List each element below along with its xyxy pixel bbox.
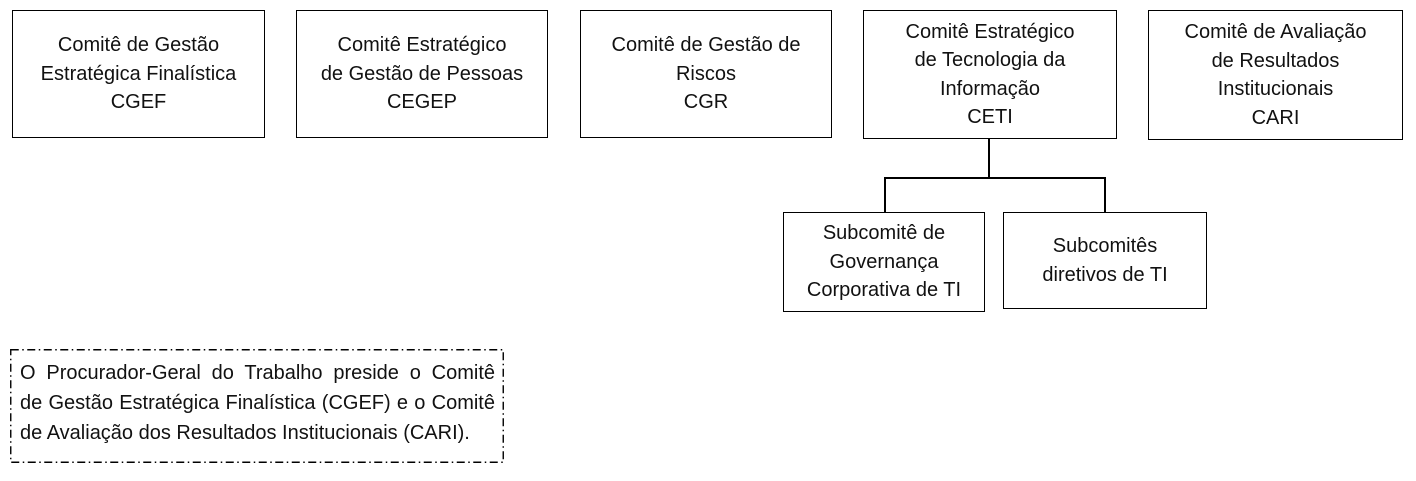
note-line-2: de Gestão Estratégica Finalística (CGEF)… bbox=[20, 392, 495, 414]
committee-label-cegep: Comitê Estratégico de Gestão de Pessoas … bbox=[320, 34, 524, 114]
connector-right-down bbox=[1104, 177, 1106, 213]
subcommittee-box-governanca-ti: Subcomitê de Governança Corporativa de T… bbox=[783, 212, 985, 312]
committee-box-cari: Comitê de Avaliação de Resultados Instit… bbox=[1148, 10, 1403, 140]
note-text: O Procurador-Geral do Trabalho preside o… bbox=[20, 358, 495, 448]
committee-label-cgef: Comitê de Gestão Estratégica Finalística… bbox=[40, 34, 237, 114]
connector-left-down bbox=[884, 177, 886, 213]
note-box: O Procurador-Geral do Trabalho preside o… bbox=[10, 349, 504, 463]
connector-ceti-down bbox=[988, 138, 990, 178]
subcommittee-label-governanca-ti: Subcomitê de Governança Corporativa de T… bbox=[806, 222, 962, 302]
subcommittee-box-diretivos-ti: Subcomitês diretivos de TI bbox=[1003, 212, 1207, 309]
dash-dot-border bbox=[10, 349, 504, 463]
committee-label-cari: Comitê de Avaliação de Resultados Instit… bbox=[1184, 21, 1367, 129]
committee-box-cgr: Comitê de Gestão de Riscos CGR bbox=[580, 10, 832, 138]
note-line-3: de Avaliação dos Resultados Instituciona… bbox=[20, 422, 470, 444]
connector-horizontal-bar bbox=[884, 177, 1106, 179]
committee-box-cegep: Comitê Estratégico de Gestão de Pessoas … bbox=[296, 10, 548, 138]
subcommittee-label-diretivos-ti: Subcomitês diretivos de TI bbox=[1042, 235, 1168, 286]
committee-label-ceti: Comitê Estratégico de Tecnologia da Info… bbox=[905, 20, 1075, 129]
committee-box-cgef: Comitê de Gestão Estratégica Finalística… bbox=[12, 10, 265, 138]
note-line-1: O Procurador-Geral do Trabalho preside o… bbox=[20, 362, 495, 384]
committee-box-ceti: Comitê Estratégico de Tecnologia da Info… bbox=[863, 10, 1117, 139]
committee-label-cgr: Comitê de Gestão de Riscos CGR bbox=[611, 34, 801, 114]
